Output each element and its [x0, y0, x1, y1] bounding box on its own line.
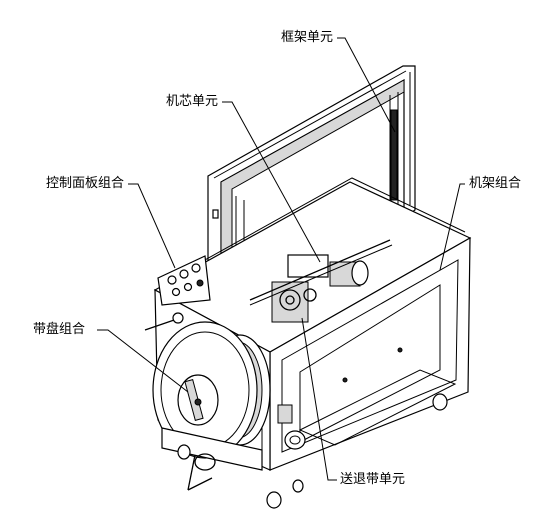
- strap-reel: [144, 312, 271, 491]
- label-core-unit: 机芯单元: [166, 94, 219, 109]
- label-reel-assembly: 带盘组合: [33, 322, 86, 337]
- label-rack-assembly: 机架组合: [469, 176, 522, 191]
- label-feed-unit: 送退带单元: [340, 472, 406, 487]
- caster-wheels: [177, 393, 448, 509]
- leader-lines: [97, 37, 465, 481]
- core-unit: [249, 239, 393, 323]
- label-control-panel: 控制面板组合: [46, 176, 125, 191]
- feed-unit: [277, 404, 306, 450]
- control-panel: [157, 255, 211, 306]
- label-frame-unit: 框架单元: [281, 30, 334, 45]
